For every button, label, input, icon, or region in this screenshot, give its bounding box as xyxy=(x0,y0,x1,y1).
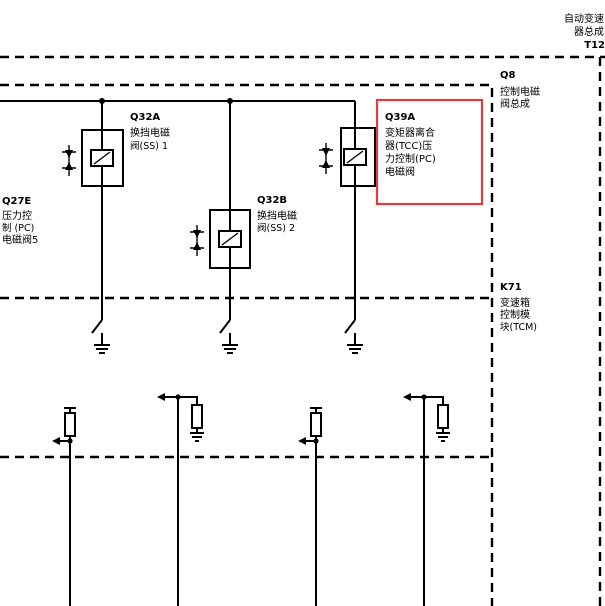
q27e-name-line2: 制 (PC) xyxy=(2,222,34,234)
k71-ref: K71 xyxy=(500,282,522,293)
q39a-name-line2: 器(TCC)压 xyxy=(385,140,432,152)
switch-ground-1 xyxy=(91,319,110,354)
assembly-title-line2: 器总成 xyxy=(574,25,604,38)
k71-label: K71 变速箱 控制模 块(TCM) xyxy=(500,282,537,333)
switch-ground-3 xyxy=(344,319,363,354)
assembly-title-block: 自动变速 器总成 T12 xyxy=(564,12,605,51)
q32b-name-line1: 换挡电磁 xyxy=(257,209,297,222)
ground-icon xyxy=(436,428,450,442)
q39a-name-line4: 电磁阀 xyxy=(385,165,415,178)
assembly-ref: T12 xyxy=(584,40,605,51)
q32a-solenoid: Q32A 换挡电磁 阀(SS) 1 xyxy=(62,101,170,320)
q32b-name-line2: 阀(SS) 2 xyxy=(257,222,295,234)
arrow-left-icon xyxy=(298,437,306,445)
q8-name-line2: 阀总成 xyxy=(500,97,530,110)
q39a-ref: Q39A xyxy=(385,112,415,123)
q39a-solenoid: Q39A 变矩器离合 器(TCC)压 力控制(PC) 电磁阀 xyxy=(319,98,484,320)
ground-icon xyxy=(190,428,204,442)
q27e-label: Q27E 压力控 制 (PC) 电磁阀5 xyxy=(2,196,38,246)
driver-circuit-1 xyxy=(52,407,76,606)
q39a-highlight-box xyxy=(375,98,484,206)
q32b-valve-symbol-icon xyxy=(193,230,201,250)
q32b-solenoid: Q32B 换挡电磁 阀(SS) 2 xyxy=(190,195,297,320)
q39a-name-line3: 力控制(PC) xyxy=(385,152,436,165)
q39a-name-line1: 变矩器离合 xyxy=(385,126,435,139)
ground-icon xyxy=(94,344,110,354)
q32b-ref: Q32B xyxy=(257,195,287,206)
driver-circuit-4 xyxy=(403,393,450,606)
q32a-name-line1: 换挡电磁 xyxy=(130,126,170,139)
arrow-left-icon xyxy=(157,393,165,401)
q27e-ref: Q27E xyxy=(2,196,31,207)
switch-ground-2 xyxy=(219,319,238,354)
arrow-left-icon xyxy=(52,437,60,445)
k71-name-line1: 变速箱 xyxy=(500,296,530,309)
ground-icon xyxy=(347,344,363,354)
driver-circuit-3 xyxy=(298,407,322,606)
k71-name-line3: 块(TCM) xyxy=(500,321,537,333)
driver-circuit-2 xyxy=(157,393,204,606)
q8-label: Q8 控制电磁 阀总成 xyxy=(500,70,540,110)
ground-icon xyxy=(222,344,238,354)
q8-ref: Q8 xyxy=(500,70,516,81)
q32a-ref: Q32A xyxy=(130,112,160,123)
q27e-name-line3: 电磁阀5 xyxy=(2,233,38,246)
q8-name-line1: 控制电磁 xyxy=(500,85,540,98)
q39a-valve-symbol-icon xyxy=(322,148,330,168)
q32a-valve-symbol-icon xyxy=(65,150,73,170)
q32a-name-line2: 阀(SS) 1 xyxy=(130,140,168,152)
arrow-left-icon xyxy=(403,393,411,401)
k71-name-line2: 控制模 xyxy=(500,308,530,321)
q27e-name-line1: 压力控 xyxy=(2,209,32,222)
assembly-title-line1: 自动变速 xyxy=(564,12,604,25)
